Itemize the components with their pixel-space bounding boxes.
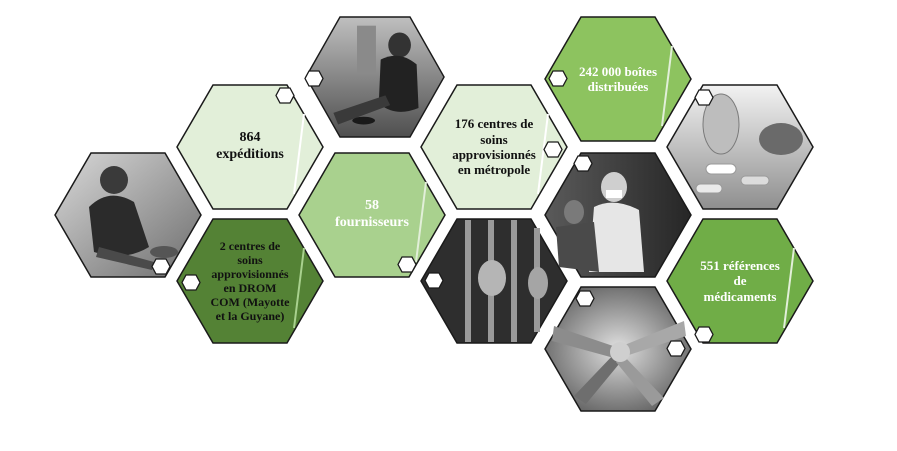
small-hexagon-icon [666,340,686,357]
hex-shape [298,152,446,278]
hex-shape [176,218,324,344]
small-hexagon-icon [694,89,714,106]
stat-boites-hex: 242 000 boîtes distribuées [544,16,692,142]
stat-expeditions-hex: 864 expéditions [176,84,324,210]
small-hexagon-icon [694,326,714,343]
stat-medicaments-label: 551 références de médicaments [700,258,780,304]
stat-drom-com-label: 2 centres de soins approvisionnés en DRO… [210,238,290,324]
stat-fournisseurs-hex: 58 fournisseurs [298,152,446,278]
small-hexagon-icon [543,141,563,158]
small-hexagon-icon [181,274,201,291]
small-hexagon-icon [575,290,595,307]
medical-care-image [544,152,692,278]
hands-together-image [544,286,692,412]
prison-bars-image [420,218,568,344]
small-hexagon-icon [304,70,324,87]
stat-boites-label: 242 000 boîtes distribuées [579,63,657,94]
hex-shape [544,16,692,142]
man-sitting-image [54,152,202,278]
photo-pills-hex [666,84,814,210]
small-hexagon-icon [151,258,171,275]
photo-hands-together-hex [544,286,692,412]
small-hexagon-icon [573,155,593,172]
small-hexagon-icon [397,256,417,273]
hex-shape [420,84,568,210]
stat-metropole-label: 176 centres de soins approvisionnés en m… [452,116,536,178]
small-hexagon-icon [275,87,295,104]
stat-metropole-hex: 176 centres de soins approvisionnés en m… [420,84,568,210]
small-hexagon-icon [548,70,568,87]
photo-man-sitting-hex [54,152,202,278]
hex-shape [176,84,324,210]
stat-drom-com-hex: 2 centres de soins approvisionnés en DRO… [176,218,324,344]
stat-medicaments-hex: 551 références de médicaments [666,218,814,344]
photo-prison-bars-hex [420,218,568,344]
stat-fournisseurs-label: 58 fournisseurs [335,198,409,230]
photo-medical-care-hex [544,152,692,278]
small-hexagon-icon [424,272,444,289]
stat-expeditions-label: 864 expéditions [216,130,284,162]
hex-shape [666,218,814,344]
pills-image [666,84,814,210]
